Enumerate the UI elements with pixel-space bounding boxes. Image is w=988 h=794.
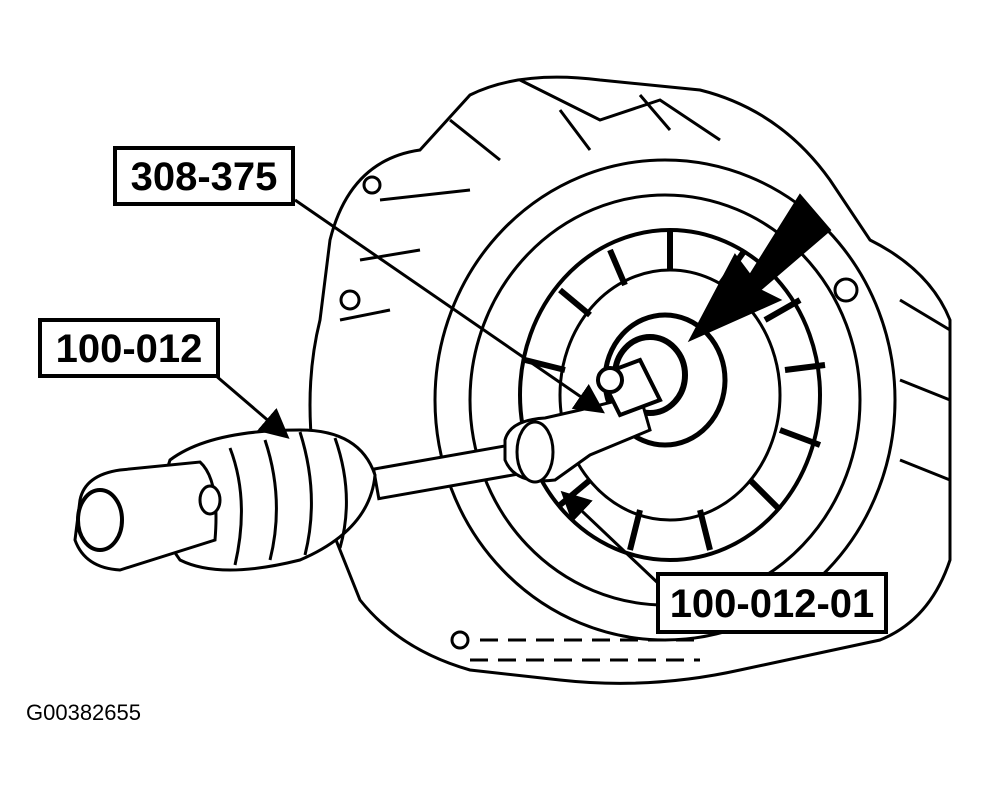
transmission-housing (308, 75, 952, 685)
direction-arrow (687, 193, 832, 343)
leader-line-100-012 (214, 373, 290, 439)
leader-line-308-375 (294, 198, 605, 414)
callout-100-012-01: 100-012-01 (656, 572, 888, 634)
callout-label-100-012-01: 100-012-01 (670, 582, 875, 626)
bolt-holes (339, 175, 859, 650)
callout-label-100-012: 100-012 (56, 327, 203, 371)
callout-100-012: 100-012 (38, 318, 220, 378)
leader-line-100-012-01 (560, 490, 662, 587)
callout-308-375: 308-375 (113, 146, 295, 206)
callout-label-308-375: 308-375 (131, 155, 278, 199)
figure-id: G00382655 (26, 700, 141, 725)
slide-hammer-tool (73, 428, 539, 572)
adapter-tool (503, 393, 652, 484)
